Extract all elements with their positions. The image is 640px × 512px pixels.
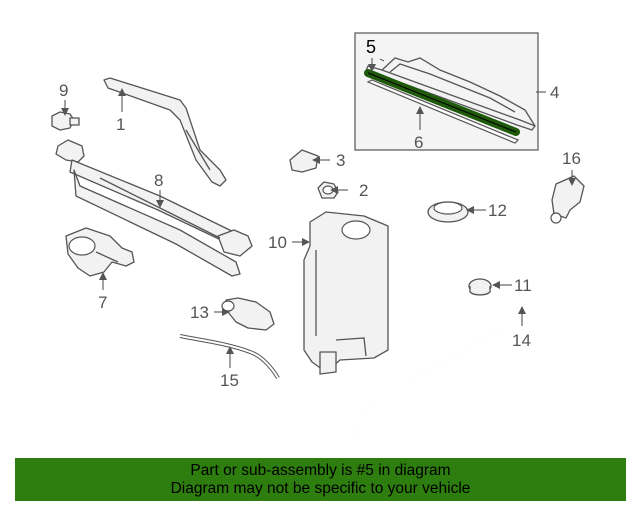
washer-reservoir[interactable] [303,211,389,375]
callout-5: 5 [366,37,376,57]
banner-line-2: Diagram may not be specific to your vehi… [170,479,471,497]
callout-15: 15 [220,371,239,390]
pump-hose[interactable] [179,334,280,380]
cap[interactable] [289,149,319,173]
washer-nozzle[interactable] [550,175,585,224]
plug[interactable] [468,278,492,296]
callout-1: 1 [116,115,125,134]
callout-4: 4 [550,83,559,102]
callout-10: 10 [268,233,287,252]
grommet[interactable] [317,181,339,199]
wiper-arm[interactable] [103,77,227,187]
callout-3: 3 [336,151,345,170]
callout-2: 2 [359,181,368,200]
reservoir-cap[interactable] [427,201,469,223]
callout-11: 11 [514,276,532,295]
callout-14: 14 [512,331,531,350]
callout-13: 13 [190,303,209,322]
bolt[interactable] [51,111,80,131]
callout-leaders [61,58,576,368]
washer-hose[interactable] [354,235,576,433]
callout-8: 8 [154,171,163,190]
washer-pump[interactable] [221,297,275,331]
callout-6: 6 [414,133,423,152]
callout-9: 9 [59,81,68,100]
callout-7: 7 [98,293,107,312]
banner-line-1: Part or sub-assembly is #5 in diagram [190,461,451,479]
info-banner: Part or sub-assembly is #5 in diagram Di… [15,458,626,501]
wiper-blade-inset [354,32,539,151]
callout-16: 16 [562,149,581,168]
wiper-motor[interactable] [65,227,135,277]
callout-12: 12 [488,201,507,220]
